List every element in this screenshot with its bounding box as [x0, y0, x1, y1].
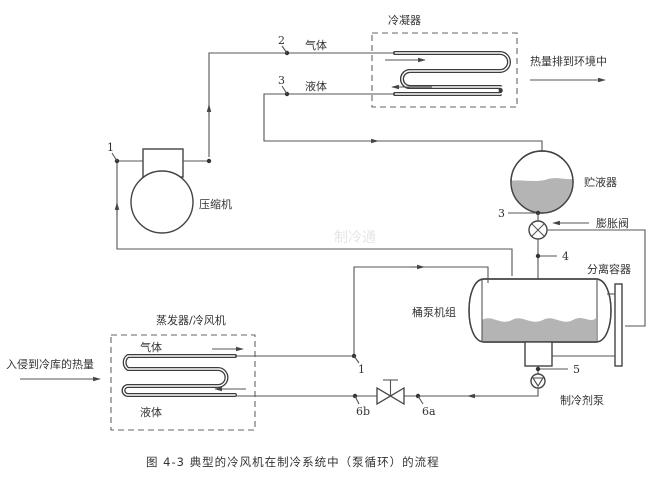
liquid-label-evaporator: 液体 [140, 405, 162, 419]
pump-discharge-line [404, 388, 539, 397]
compressor-body [130, 170, 194, 234]
gas-label-top: 气体 [305, 38, 327, 52]
point-1-top-label: 1 [107, 141, 114, 154]
point-2-leader [281, 45, 288, 54]
stop-valve-icon [376, 379, 405, 406]
point-5-dot [535, 366, 541, 372]
expansion-valve-icon [528, 220, 548, 240]
point-4-dot [535, 253, 541, 259]
pump-unit-label: 桶泵机组 [412, 305, 456, 319]
expansion-valve-label: 膨胀阀 [596, 216, 629, 230]
wet-return-line [235, 266, 489, 357]
evaporator-coil [121, 354, 237, 397]
point-1-top-leader [111, 152, 118, 162]
gas-label-evaporator: 气体 [140, 340, 162, 354]
valve-control-line [547, 229, 646, 327]
point-6b-leader [354, 395, 360, 405]
point-2-label: 2 [278, 34, 285, 47]
point-4-label: 4 [562, 250, 569, 263]
pump-housing [524, 341, 553, 367]
heat-in-label: 入侵到冷库的热量 [6, 357, 94, 371]
refrigerant-pump-label: 制冷剂泵 [560, 393, 604, 407]
condenser-label: 冷凝器 [388, 13, 421, 27]
point-1-bottom-label: 1 [358, 363, 365, 376]
receiver-vessel [510, 150, 574, 214]
refrigerant-pump-icon [530, 373, 546, 389]
point-1-bottom-leader [353, 355, 360, 364]
compressor-label: 压缩机 [199, 197, 232, 211]
condensate-liquid-line [263, 93, 543, 155]
evaporator-label: 蒸发器/冷风机 [156, 313, 226, 327]
figure-caption: 图 4-3 典型的冷风机在制冷系统中（泵循环）的流程 [146, 455, 440, 469]
separator-label: 分离容器 [587, 262, 631, 276]
evaporator-box [110, 334, 256, 431]
condenser-coil [393, 51, 511, 96]
point-3-top-label: 3 [278, 74, 285, 87]
point-5-label: 5 [573, 363, 580, 376]
point-3-receiver-label: 3 [498, 207, 505, 220]
condenser-box [371, 32, 518, 108]
separator-vessel [468, 278, 612, 343]
watermark: 制冷通 [334, 230, 376, 246]
point-6a-label: 6a [422, 405, 436, 418]
separator-flange [614, 283, 623, 367]
discharge-junction-dot [206, 158, 212, 164]
discharge-gas-line [208, 52, 395, 157]
point-6a-leader [417, 395, 424, 405]
heat-out-label: 热量排到环境中 [530, 54, 607, 68]
liquid-label-top: 液体 [305, 79, 327, 93]
point-6b-label: 6b [356, 405, 370, 418]
point-3-top-leader [281, 85, 288, 95]
receiver-label: 贮液器 [584, 175, 617, 189]
